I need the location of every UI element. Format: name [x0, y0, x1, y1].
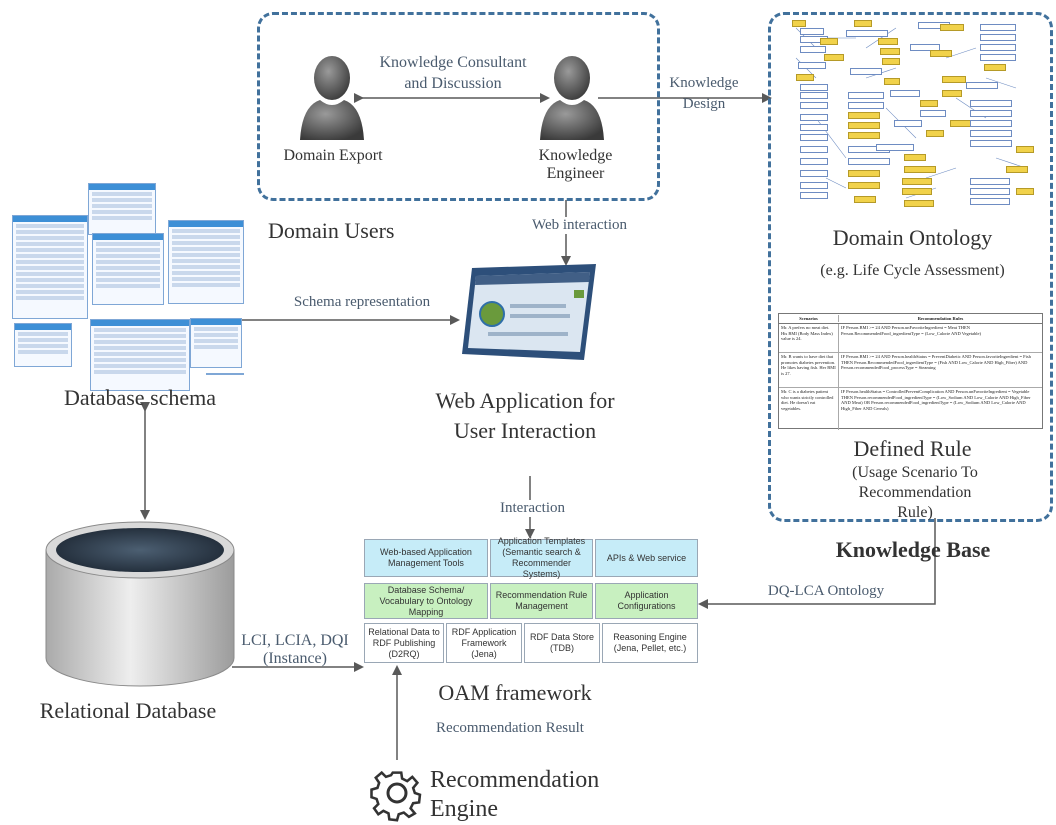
- oam-tdb-store: RDF Data Store (TDB): [524, 623, 600, 663]
- domain-users-box: [257, 12, 660, 201]
- oam-apis-web-service: APIs & Web service: [595, 539, 698, 577]
- schema-table: [14, 323, 72, 367]
- domain-expert-label: Domain Export: [283, 147, 383, 164]
- web-browser-icon: [462, 264, 596, 360]
- database-schema-title: Database schema: [63, 385, 217, 410]
- rule-scenario: Mr. B wants to have diet that promotes d…: [779, 353, 839, 387]
- rule-table: Scenarios Recommendation Rules Mr. A pre…: [778, 313, 1043, 430]
- design-label: Knowledge Design: [669, 75, 739, 112]
- schema-table: [90, 319, 190, 391]
- rule-text: IF Person.BMI >= 24 AND Person.healthSta…: [841, 354, 1031, 370]
- oam-title: OAM framework: [438, 680, 592, 705]
- database-schema-diagram: [12, 183, 244, 391]
- defined-rule-title: Defined Rule: [853, 436, 972, 461]
- web-interaction-label: Web interaction: [512, 217, 647, 234]
- dqlca-arrow: [698, 518, 936, 609]
- schema-table: [206, 373, 244, 375]
- interaction-label: Interaction: [485, 500, 580, 517]
- knowledge-engineer-label: Knowledge Engineer: [538, 147, 613, 182]
- oam-app-configurations: Application Configurations: [595, 583, 698, 619]
- oam-reasoning-engine: Reasoning Engine (Jena, Pellet, etc.): [602, 623, 698, 663]
- rule-text: IF Person.BMI >= 24 AND Person.unFavorit…: [841, 325, 981, 336]
- rule-text: IF Person.healthStatus = ControlledPreve…: [841, 389, 1031, 411]
- ontology-nodes: [790, 20, 1042, 210]
- ontology-title: Domain Ontology: [832, 225, 993, 250]
- domain-expert-person-icon: [300, 56, 364, 140]
- ontology-subtitle: (e.g. Life Cycle Assessment): [820, 262, 1005, 279]
- web-application-title: Web Application for User Interaction: [435, 388, 615, 443]
- oam-d2rq: Relational Data to RDF Publishing (D2RQ): [364, 623, 444, 663]
- rule-scenario: Mr. A prefers no meat diet. His BMI (Bod…: [779, 324, 839, 352]
- knowledge-base-title: Knowledge Base: [835, 537, 991, 562]
- knowledge-engineer-person-icon: [540, 56, 604, 140]
- defined-rule-subtitle: (Usage Scenario To Recommendation Rule): [852, 464, 978, 521]
- oam-schema-mapping: Database Schema/ Vocabulary to Ontology …: [364, 583, 488, 619]
- oam-rule-management: Recommendation Rule Management: [490, 583, 593, 619]
- schema-table: [12, 215, 88, 319]
- oam-jena-framework: RDF Application Framework (Jena): [446, 623, 522, 663]
- schema-table: [190, 318, 242, 368]
- schema-table: [92, 233, 164, 305]
- schema-edge-label: Schema representation: [282, 294, 442, 311]
- dqlca-label: DQ-LCA Ontology: [752, 583, 900, 600]
- gear-icon: [370, 770, 422, 822]
- relational-database-icon: [45, 521, 235, 687]
- recommendation-engine-title: Recommendation Engine: [430, 767, 600, 822]
- instance-label: LCI, LCIA, DQI (Instance): [241, 632, 349, 667]
- schema-table: [88, 183, 156, 235]
- rule-scenario: Mr. C is a diabetes patient who wants st…: [779, 388, 839, 430]
- oam-web-management-tools: Web-based Application Management Tools: [364, 539, 488, 577]
- consult-label: Knowledge Consultant and Discussion: [379, 54, 527, 92]
- recommendation-result-label: Recommendation Result: [410, 720, 610, 737]
- rule-table-header: Scenarios: [779, 314, 839, 323]
- schema-table: [168, 220, 244, 304]
- domain-users-title: Domain Users: [268, 218, 395, 243]
- oam-application-templates: Application Templates (Semantic search &…: [490, 536, 593, 579]
- rule-table-header: Recommendation Rules: [917, 315, 964, 321]
- knowledge-base-box: [768, 12, 1053, 522]
- relational-database-title: Relational Database: [39, 698, 217, 723]
